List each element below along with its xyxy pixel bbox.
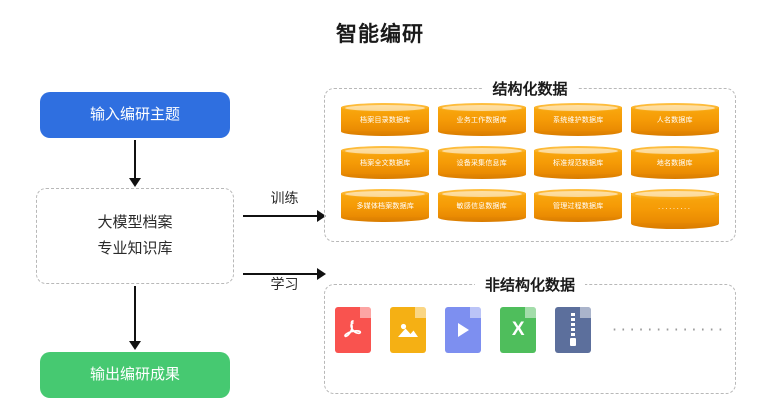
- cylinder-highlight: [634, 148, 715, 154]
- database-cylinder[interactable]: 档案全文数据库: [341, 146, 430, 179]
- pdf-file-icon[interactable]: [334, 307, 371, 353]
- cylinder-highlight: [441, 191, 522, 197]
- cylinder-highlight: [634, 191, 715, 197]
- model-box-line-1: 大模型档案: [97, 214, 173, 231]
- structured-data-panel: 结构化数据 档案目录数据库 业务工作数据库: [324, 78, 736, 242]
- database-row: 多媒体档案数据库 敏感信息数据库 管理过程数据库: [337, 189, 723, 229]
- file-corner-fold: [414, 307, 426, 318]
- input-topic-label: 输入编研主题: [89, 106, 180, 123]
- database-cylinder[interactable]: 标准规范数据库: [534, 146, 623, 179]
- file-type-row: X ·············: [325, 307, 735, 353]
- arrow-head: [129, 341, 141, 350]
- file-corner-fold: [580, 307, 592, 318]
- image-file-icon[interactable]: [389, 307, 426, 353]
- arrow-head: [129, 178, 141, 187]
- output-result-label: 输出编研成果: [89, 366, 180, 383]
- model-knowledge-box[interactable]: 大模型档案 专业知识库: [36, 188, 234, 284]
- database-cylinder-more[interactable]: ·········: [630, 189, 719, 229]
- unstructured-data-title: 非结构化数据: [474, 274, 586, 295]
- video-file-icon[interactable]: [445, 307, 481, 353]
- cylinder-bottom: [534, 127, 623, 136]
- cylinder-bottom: [341, 170, 430, 179]
- database-row: 档案目录数据库 业务工作数据库 系统维护数据库: [337, 103, 723, 136]
- database-label-more: ·········: [657, 205, 692, 213]
- cylinder-bottom: [630, 127, 719, 136]
- arrow-train: [243, 210, 326, 222]
- arrow-stem: [134, 140, 136, 178]
- input-topic-box[interactable]: 输入编研主题: [40, 92, 230, 138]
- database-label: 敏感信息数据库: [456, 202, 507, 210]
- excel-file-icon[interactable]: X: [500, 307, 537, 353]
- learn-arrow-label: 学习: [270, 276, 299, 292]
- cylinder-highlight: [345, 191, 426, 197]
- cylinder-bottom: [630, 218, 719, 229]
- arrow-head: [317, 268, 326, 280]
- file-corner-fold: [525, 307, 537, 318]
- cylinder-highlight: [538, 191, 619, 197]
- model-box-line-2: 专业知识库: [97, 240, 173, 257]
- database-grid: 档案目录数据库 业务工作数据库 系统维护数据库: [325, 89, 735, 241]
- database-label: 标准规范数据库: [553, 159, 604, 167]
- database-label: 地名数据库: [656, 159, 693, 167]
- cylinder-bottom: [341, 127, 430, 136]
- database-label: 设备采集信息库: [456, 159, 507, 167]
- cylinder-bottom: [534, 170, 623, 179]
- cylinder-bottom: [630, 170, 719, 179]
- database-label: 业务工作数据库: [456, 116, 507, 124]
- arrow-input-to-model: [128, 140, 142, 187]
- pdf-glyph: [335, 307, 371, 353]
- database-label: 管理过程数据库: [553, 202, 604, 210]
- cylinder-highlight: [345, 148, 426, 154]
- excel-glyph: X: [511, 319, 525, 340]
- cylinder-bottom: [341, 213, 430, 222]
- output-result-box[interactable]: 输出编研成果: [40, 352, 230, 398]
- arrow-stem: [134, 286, 136, 341]
- train-arrow-label: 训练: [270, 190, 299, 206]
- more-files-ellipsis: ·············: [610, 322, 726, 338]
- image-glyph: [390, 307, 426, 353]
- page-title: 智能编研: [336, 23, 424, 46]
- cylinder-bottom: [437, 127, 526, 136]
- arrow-head: [317, 210, 326, 222]
- cylinder-highlight: [441, 148, 522, 154]
- arrow-stem: [243, 215, 318, 217]
- cylinder-bottom: [534, 213, 623, 222]
- cylinder-highlight: [634, 105, 715, 111]
- database-label: 档案目录数据库: [360, 116, 411, 124]
- database-label: 多媒体档案数据库: [356, 202, 415, 210]
- file-corner-fold: [359, 307, 371, 318]
- cylinder-highlight: [441, 105, 522, 111]
- cylinder-bottom: [437, 170, 526, 179]
- arrow-model-to-output: [128, 286, 142, 350]
- database-row: 档案全文数据库 设备采集信息库 标准规范数据库: [337, 146, 723, 179]
- database-cylinder[interactable]: 档案目录数据库: [341, 103, 430, 136]
- database-label: 人名数据库: [656, 116, 693, 124]
- play-triangle-icon: [445, 307, 481, 353]
- cylinder-bottom: [437, 213, 526, 222]
- database-cylinder[interactable]: 敏感信息数据库: [437, 189, 526, 222]
- arrow-learn: [243, 268, 326, 280]
- database-cylinder[interactable]: 设备采集信息库: [437, 146, 526, 179]
- cylinder-highlight: [345, 105, 426, 111]
- database-cylinder[interactable]: 业务工作数据库: [437, 103, 526, 136]
- database-cylinder[interactable]: 系统维护数据库: [534, 103, 623, 136]
- file-sheet: [389, 307, 426, 353]
- arrow-stem: [243, 273, 318, 275]
- database-cylinder[interactable]: 多媒体档案数据库: [341, 189, 430, 222]
- file-sheet: [500, 307, 537, 353]
- unstructured-data-panel: 非结构化数据: [324, 274, 736, 394]
- database-cylinder[interactable]: 管理过程数据库: [534, 189, 623, 222]
- database-cylinder[interactable]: 人名数据库: [630, 103, 719, 136]
- zipper-icon: [555, 307, 591, 353]
- zip-file-icon[interactable]: [555, 307, 592, 353]
- cylinder-highlight: [538, 105, 619, 111]
- database-label: 档案全文数据库: [360, 159, 411, 167]
- database-label: 系统维护数据库: [553, 116, 604, 124]
- database-cylinder[interactable]: 地名数据库: [630, 146, 719, 179]
- structured-data-title: 结构化数据: [482, 78, 578, 99]
- cylinder-highlight: [538, 148, 619, 154]
- file-corner-fold: [470, 307, 481, 318]
